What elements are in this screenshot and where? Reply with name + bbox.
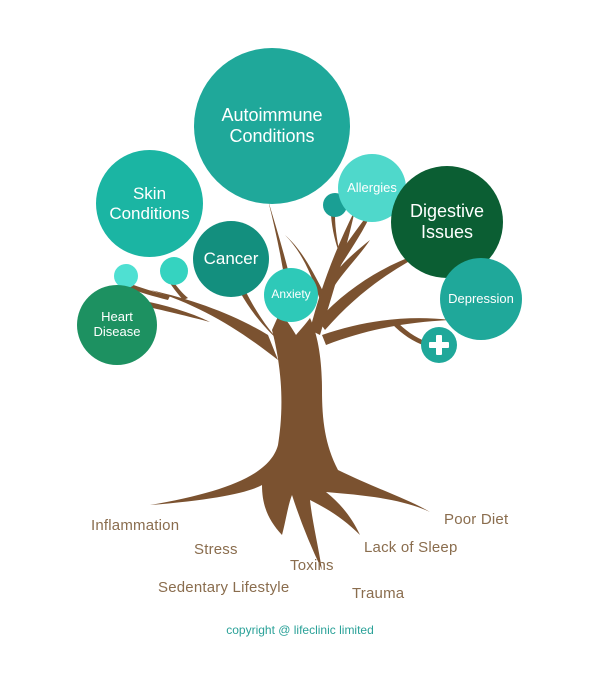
decor-dot <box>160 257 188 285</box>
bubble-heart-label: Heart Disease <box>93 309 141 339</box>
root-label-stress: Stress <box>194 541 238 558</box>
bubble-autoimmune: Autoimmune Conditions <box>194 48 350 204</box>
decor-dot <box>114 264 138 288</box>
bubble-anxiety-label: Anxiety <box>271 287 311 302</box>
root-label-sedentary: Sedentary Lifestyle <box>158 579 290 596</box>
bubble-cancer: Cancer <box>193 221 269 297</box>
bubble-allergies-label: Allergies <box>347 179 397 195</box>
root-label-diet: Poor Diet <box>444 511 509 528</box>
bubble-depression-label: Depression <box>448 290 514 306</box>
bubble-cancer-label: Cancer <box>203 249 259 269</box>
root-label-toxins: Toxins <box>290 557 334 574</box>
medical-plus-icon <box>421 327 457 363</box>
bubble-autoimmune-label: Autoimmune Conditions <box>221 105 323 146</box>
root-label-trauma: Trauma <box>352 585 405 602</box>
root-label-inflammation: Inflammation <box>91 517 180 534</box>
root-label-sleep: Lack of Sleep <box>364 539 458 556</box>
bubble-heart: Heart Disease <box>77 285 157 365</box>
bubble-digestive-label: Digestive Issues <box>409 201 485 242</box>
bubble-skin: Skin Conditions <box>96 150 203 257</box>
bubble-skin-label: Skin Conditions <box>109 183 190 223</box>
bubble-anxiety: Anxiety <box>264 268 318 322</box>
bubble-depression: Depression <box>440 258 522 340</box>
copyright-footer: copyright @ lifeclinic limited <box>226 623 374 637</box>
